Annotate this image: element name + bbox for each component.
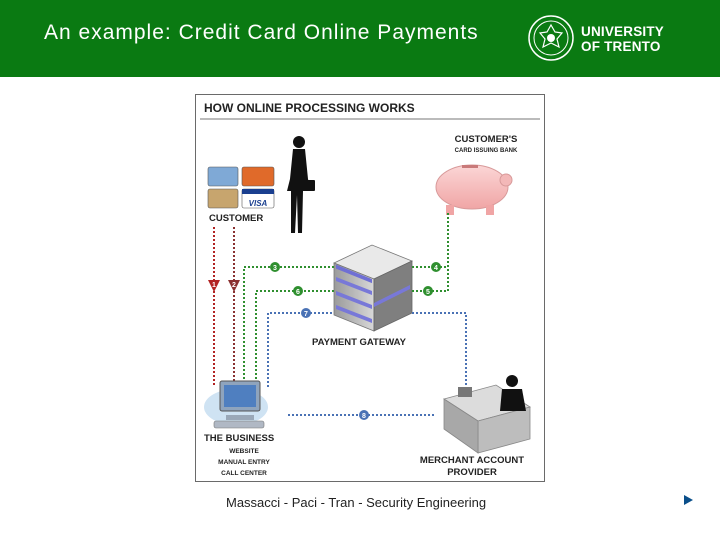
university-logo: UNIVERSITY OF TRENTO bbox=[527, 14, 717, 66]
piggy-bank-icon bbox=[435, 164, 513, 215]
step-number-1: 1 bbox=[212, 282, 216, 289]
payment-gateway-server-icon bbox=[333, 244, 413, 332]
step-marker-6 bbox=[293, 286, 303, 296]
step-number-6: 6 bbox=[296, 289, 300, 296]
bank-label: CUSTOMER'S bbox=[455, 134, 518, 145]
step-number-3: 3 bbox=[273, 265, 277, 272]
university-seal-icon bbox=[528, 15, 574, 61]
online-processing-diagram: HOW ONLINE PROCESSING WORKS VISA CUSTOME… bbox=[195, 94, 545, 482]
step-marker-4 bbox=[431, 262, 441, 272]
business-manual-entry: MANUAL ENTRY bbox=[218, 459, 270, 466]
step-number-2: 2 bbox=[232, 282, 236, 289]
slide-footer: Massacci - Paci - Tran - Security Engine… bbox=[226, 495, 487, 510]
visa-card-label: VISA bbox=[249, 199, 268, 208]
merchant-desk-icon bbox=[443, 375, 531, 454]
customer-label: CUSTOMER bbox=[209, 213, 263, 224]
transaction-flow-lines bbox=[213, 213, 467, 416]
university-name-line2: OF TRENTO bbox=[581, 39, 661, 54]
step-marker-5 bbox=[423, 286, 433, 296]
step-marker-3 bbox=[270, 262, 280, 272]
bank-sublabel: CARD ISSUING BANK bbox=[455, 148, 518, 154]
credit-cards-icon: VISA bbox=[207, 166, 275, 209]
merchant-sublabel: PROVIDER bbox=[447, 467, 497, 478]
next-slide-triangle-right-icon[interactable] bbox=[684, 495, 693, 505]
customer-silhouette-icon bbox=[287, 136, 315, 233]
gateway-label: PAYMENT GATEWAY bbox=[312, 337, 407, 348]
title-bar: An example: Credit Card Online Payments … bbox=[0, 0, 720, 77]
step-number-7: 7 bbox=[304, 311, 308, 318]
step-marker-2 bbox=[228, 280, 240, 292]
step-marker-8 bbox=[359, 410, 369, 420]
step-number-4: 4 bbox=[434, 265, 438, 272]
business-computer-icon bbox=[204, 380, 268, 429]
step-number-8: 8 bbox=[362, 413, 366, 420]
merchant-label: MERCHANT ACCOUNT bbox=[420, 455, 524, 466]
slide-title: An example: Credit Card Online Payments bbox=[44, 21, 479, 44]
business-label: THE BUSINESS bbox=[204, 433, 274, 444]
step-marker-7 bbox=[301, 308, 311, 318]
university-name-line1: UNIVERSITY bbox=[581, 24, 665, 39]
step-markers: 1 2 3 4 5 6 7 8 bbox=[208, 262, 441, 420]
diagram-canvas: HOW ONLINE PROCESSING WORKS VISA CUSTOME… bbox=[200, 101, 540, 478]
step-marker-1 bbox=[208, 280, 220, 292]
business-website: WEBSITE bbox=[229, 448, 259, 455]
diagram-heading: HOW ONLINE PROCESSING WORKS bbox=[204, 101, 415, 115]
step-number-5: 5 bbox=[426, 289, 430, 296]
business-call-center: CALL CENTER bbox=[221, 470, 267, 477]
university-name: UNIVERSITY OF TRENTO bbox=[581, 24, 664, 54]
